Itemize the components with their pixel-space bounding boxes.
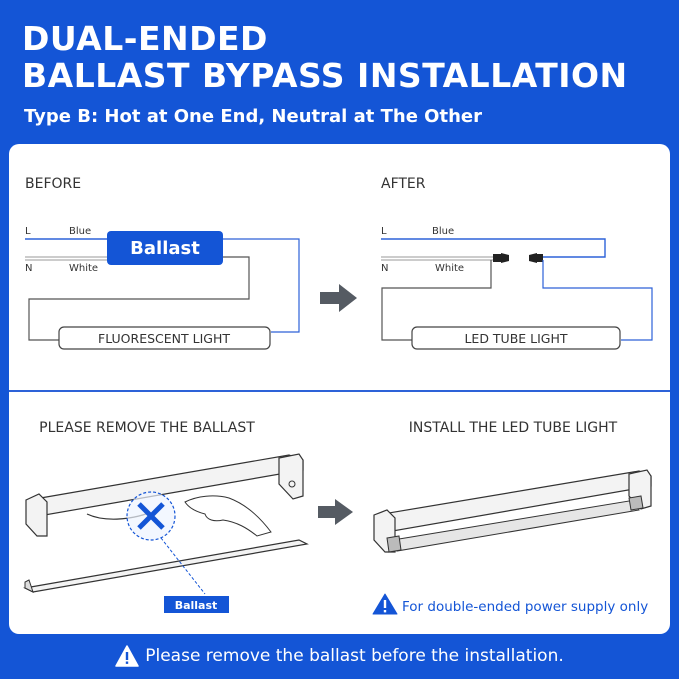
page-subtitle: Type B: Hot at One End, Neutral at The O… — [24, 106, 482, 127]
before-diagram: BEFORE L Blue N White Ballast FLUORESCEN… — [25, 176, 300, 350]
before-white-label: White — [69, 263, 98, 274]
double-ended-note: For double-ended power supply only — [402, 599, 648, 615]
after-right-wire — [542, 260, 653, 341]
ballast-label: Ballast — [130, 238, 200, 259]
after-blue-label: Blue — [432, 226, 454, 237]
before-blue-label: Blue — [69, 226, 91, 237]
before-n-label: N — [25, 263, 32, 274]
led-tube-light-label: LED TUBE LIGHT — [464, 331, 567, 346]
after-n-label: N — [381, 263, 388, 274]
arrow-right-icon — [320, 284, 357, 312]
after-heading: AFTER — [381, 176, 426, 192]
wire-connector-icon-left — [493, 253, 509, 263]
remove-x-icon — [126, 491, 176, 541]
before-l-label: L — [25, 226, 31, 237]
arrow-right-icon-lower — [318, 499, 353, 525]
ballast-callout-line — [160, 537, 206, 595]
after-l-wire — [381, 238, 606, 258]
diagram-panel: BEFORE L Blue N White Ballast FLUORESCEN… — [9, 144, 670, 634]
remove-ballast-heading: PLEASE REMOVE THE BALLAST — [39, 420, 255, 436]
page-title-line2: BALLAST BYPASS INSTALLATION — [22, 56, 628, 95]
panel-divider — [9, 390, 670, 392]
footer-warning: Please remove the ballast before the ins… — [0, 638, 679, 674]
page-title-line1: DUAL-ENDED — [22, 19, 268, 58]
ballast-tag-label: Ballast — [175, 599, 218, 612]
ballast-tag — [164, 596, 229, 613]
fluorescent-light-box — [58, 326, 271, 350]
warning-icon — [372, 593, 398, 615]
fluorescent-light-label: FLUORESCENT LIGHT — [98, 331, 230, 346]
before-heading: BEFORE — [25, 176, 81, 192]
install-led-heading: INSTALL THE LED TUBE LIGHT — [409, 420, 618, 436]
wire-connector-icon-right — [529, 253, 543, 263]
ballast-box — [107, 231, 223, 265]
led-tube-light-box — [411, 326, 621, 350]
before-left-wire — [28, 256, 250, 341]
footer-warning-text: Please remove the ballast before the ins… — [145, 646, 564, 666]
fixture-with-ballast-illustration — [23, 453, 309, 593]
warning-icon-footer — [115, 645, 139, 667]
before-right-wire-blue — [223, 238, 300, 333]
after-white-label: White — [435, 263, 464, 274]
after-left-wire — [381, 260, 492, 341]
after-l-label: L — [381, 226, 387, 237]
after-diagram: AFTER L Blue N White LED TUBE — [381, 176, 653, 350]
fixture-with-led-tube-illustration — [373, 469, 652, 553]
